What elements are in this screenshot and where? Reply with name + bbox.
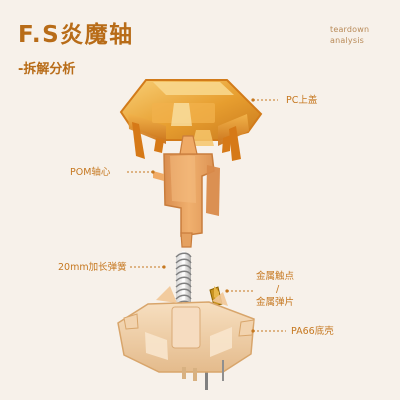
metal-leaf-label: 金属弹片 bbox=[256, 297, 295, 308]
metal-contact-label: 金属触点 bbox=[256, 271, 295, 282]
pc-cover-icon bbox=[119, 79, 263, 161]
contact-separator-label: / bbox=[276, 284, 280, 295]
pom-stem-label: POM轴心 bbox=[70, 167, 111, 178]
spring-label: 20mm加长弹簧 bbox=[58, 262, 127, 273]
pom-stem-callout bbox=[127, 170, 155, 174]
page-title: F.S炎魔轴 bbox=[18, 22, 134, 48]
contact-callout bbox=[225, 289, 253, 293]
spring-callout bbox=[130, 265, 166, 269]
bottom-case-callout bbox=[251, 329, 286, 333]
teardown-analysis-caption: teardown analysis bbox=[330, 25, 370, 45]
bottom-case-icon bbox=[117, 286, 255, 381]
bottom-case-label: PA66底壳 bbox=[291, 326, 334, 337]
pom-stem-icon bbox=[153, 135, 220, 248]
page-subtitle: -拆解分析 bbox=[18, 62, 76, 77]
pc-cover-callout bbox=[251, 98, 278, 102]
pc-cover-label: PC上盖 bbox=[286, 95, 318, 106]
